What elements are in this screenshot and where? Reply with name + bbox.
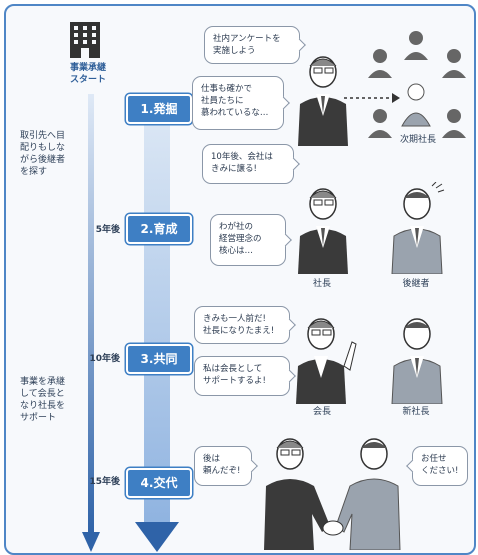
timeline-arrows bbox=[82, 94, 179, 552]
bubble-observe: 仕事も確かで 社員たちに 慕われているな… bbox=[192, 76, 284, 130]
year-5: 5年後 bbox=[95, 225, 120, 235]
caption-president: 社長 bbox=[312, 279, 331, 289]
building-icon bbox=[70, 22, 100, 58]
chairman-figure bbox=[296, 318, 357, 404]
year-10: 10年後 bbox=[89, 354, 120, 364]
caption-chairman: 会長 bbox=[312, 407, 331, 417]
timeline-note-2: 事業を承継 して会長と なり社長を サポート bbox=[20, 377, 66, 423]
timeline-note-1: 取引先へ目 配りもしな がら後継者 を探す bbox=[20, 131, 66, 177]
caption-successor: 後継者 bbox=[402, 279, 430, 289]
stage-4: 4.交代 bbox=[126, 468, 192, 498]
bubble-survey: 社内アンケートを 実施しよう bbox=[204, 26, 300, 64]
start-label: 事業承継 スタート bbox=[69, 63, 106, 85]
president-figure-2 bbox=[298, 188, 348, 274]
caption-next-president: 次期社長 bbox=[399, 135, 436, 145]
diagram-frame: 事業承継 スタート 取引先へ目 配りもしな がら後継者 を探す 事業を承継 して… bbox=[4, 4, 476, 555]
selection-arrow bbox=[344, 93, 400, 103]
bubble-leave-it-to-me: お任せ ください! bbox=[412, 446, 468, 486]
successor-figure-2 bbox=[391, 182, 445, 274]
handshake-figure bbox=[264, 438, 401, 550]
bubble-leave-it: 後は 頼んだぞ! bbox=[194, 446, 252, 486]
bubble-philosophy: わが社の 経営理念の 核心は… bbox=[210, 214, 286, 266]
bubble-support: 私は会長として サポートするよ! bbox=[194, 356, 290, 396]
staff-group-icon bbox=[368, 31, 466, 138]
stage-1: 1.発掘 bbox=[126, 94, 192, 124]
caption-new-president: 新社長 bbox=[402, 407, 430, 417]
stage-2: 2.育成 bbox=[126, 214, 192, 244]
stage-3: 3.共同 bbox=[126, 344, 192, 374]
new-president-figure-3 bbox=[391, 318, 443, 404]
president-figure-1 bbox=[298, 56, 348, 146]
bubble-promise: 10年後、会社は きみに譲る! bbox=[202, 144, 294, 184]
bubble-become-president: きみも一人前だ! 社長になりたまえ! bbox=[194, 306, 290, 344]
year-15: 15年後 bbox=[89, 477, 120, 487]
